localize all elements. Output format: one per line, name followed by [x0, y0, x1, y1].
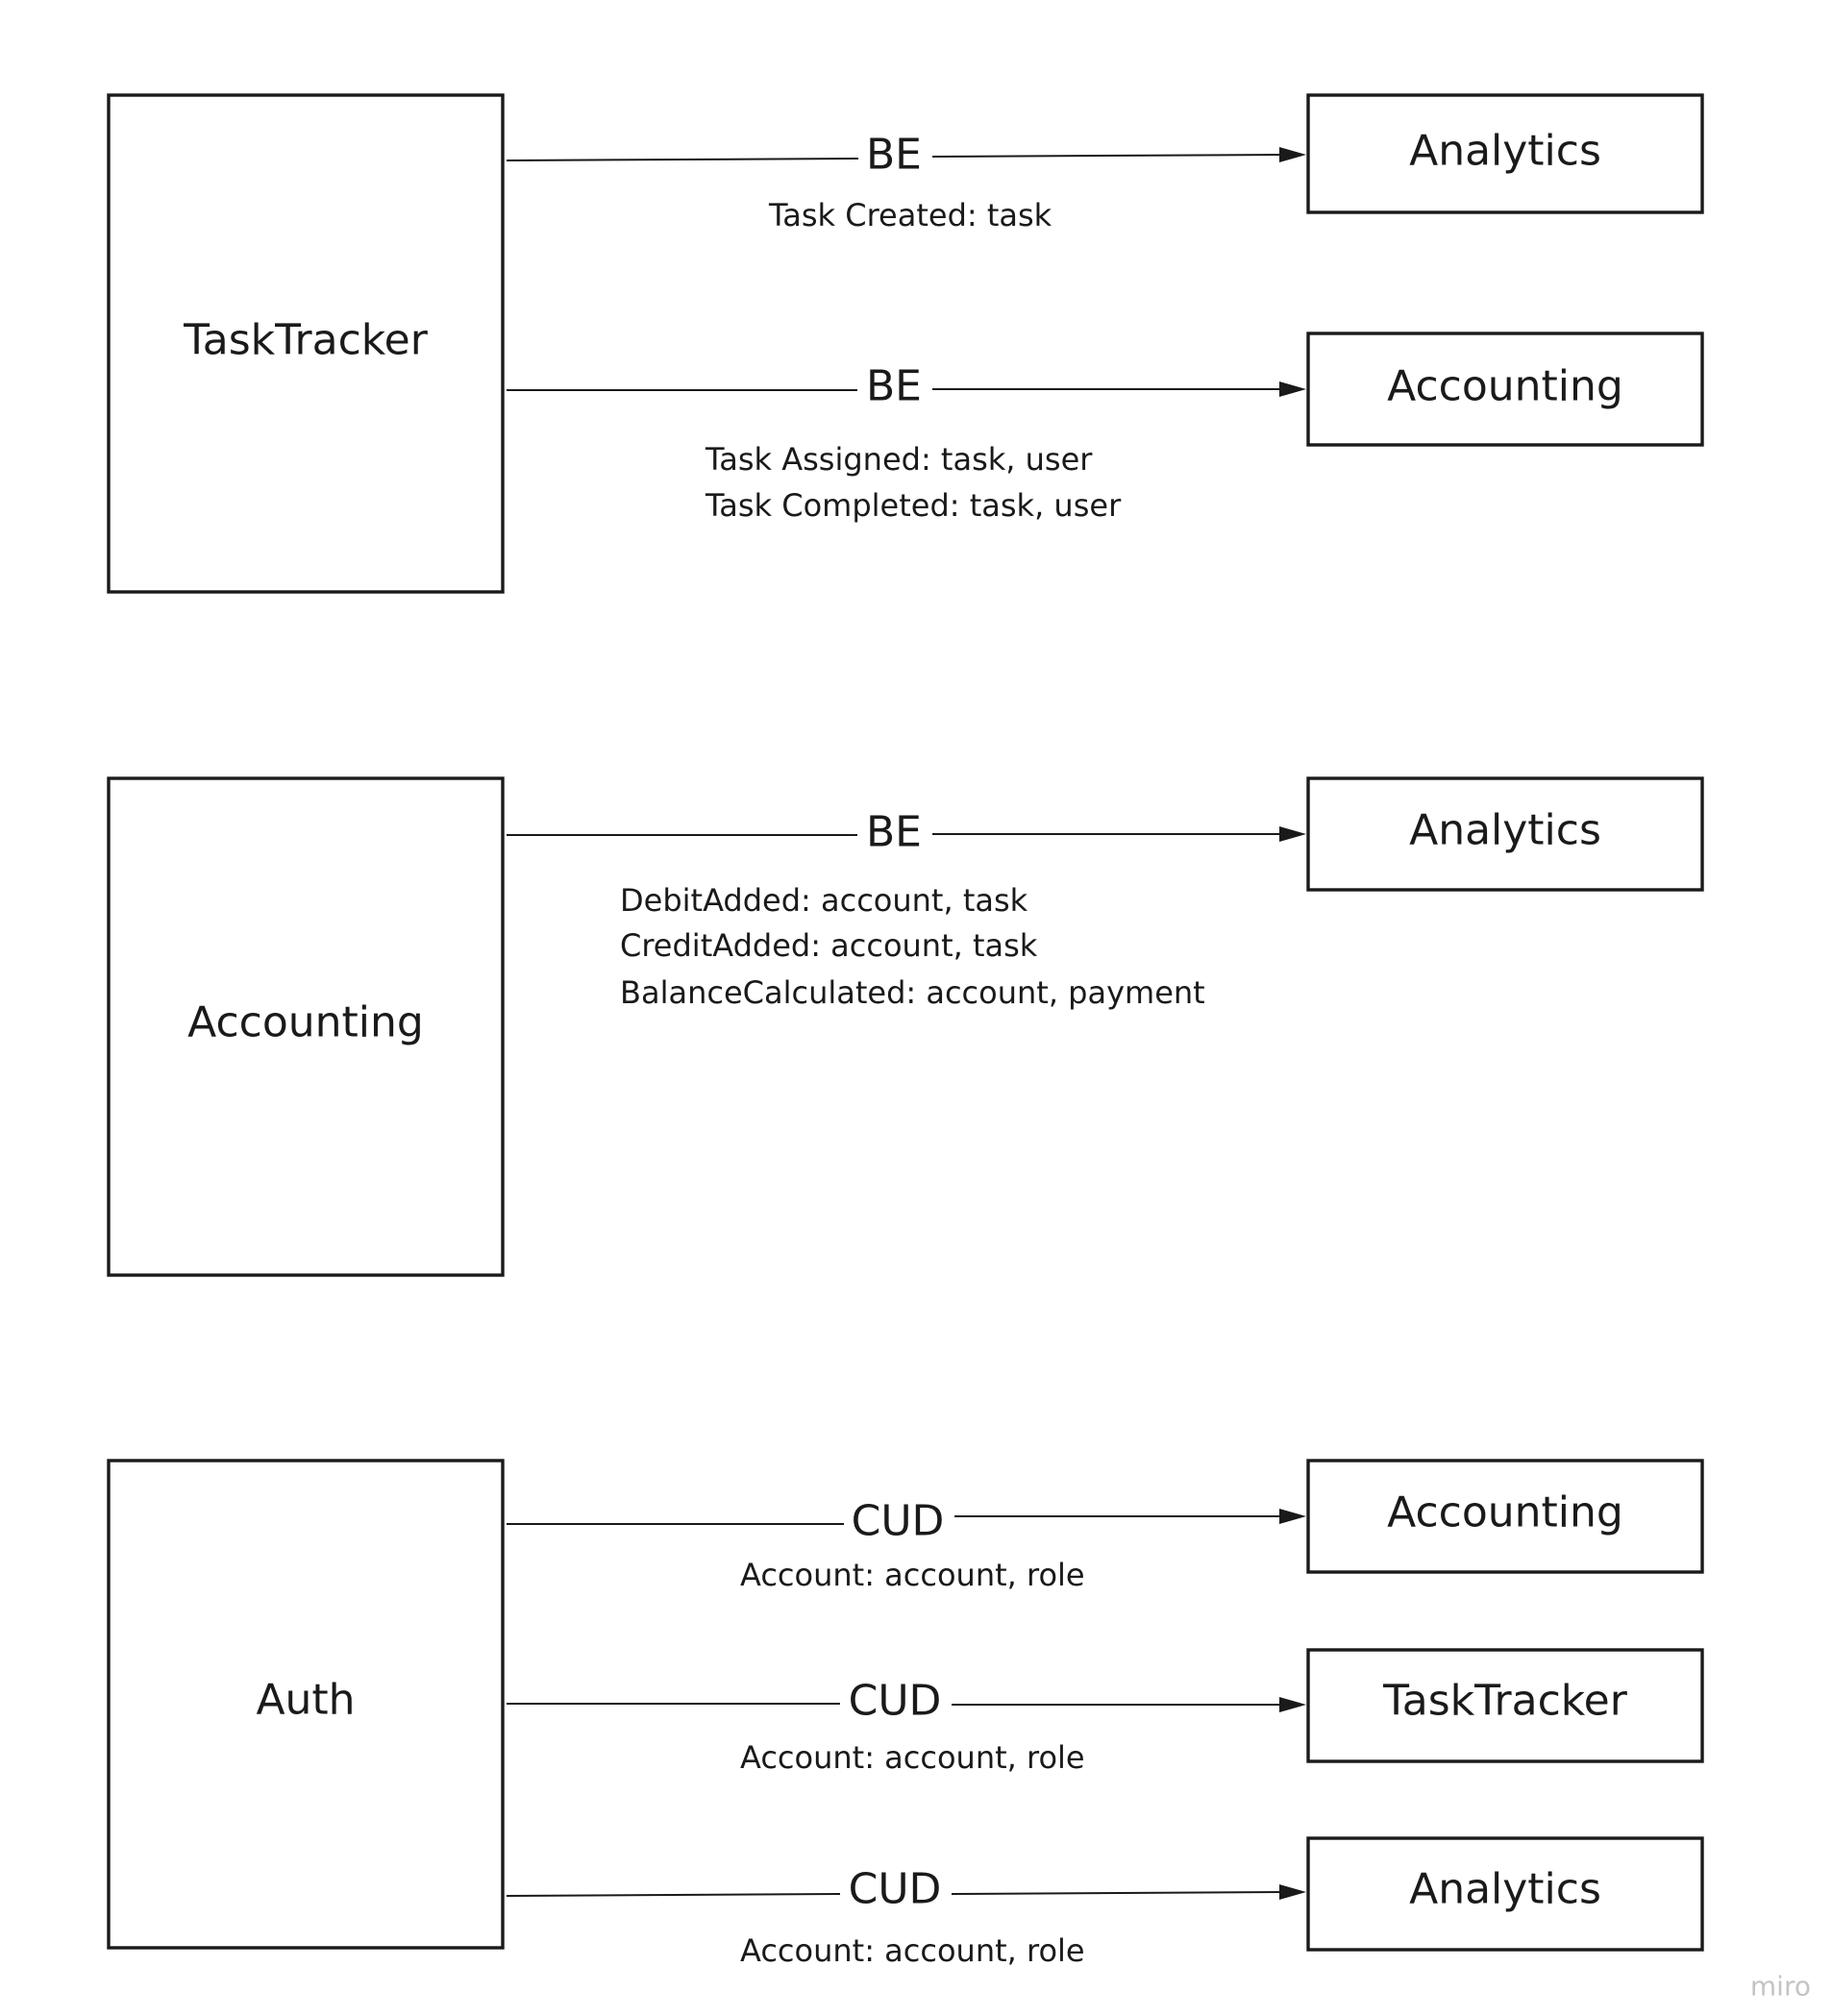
edge-accounting-to-analytics[interactable]: BE DebitAdded: account, task CreditAdded…: [507, 808, 1306, 1012]
node-label: Analytics: [1409, 127, 1601, 176]
edge-tasktracker-to-accounting[interactable]: BE Task Assigned: task, user Task Comple…: [507, 362, 1306, 525]
edge-event-label: BalanceCalculated: account, payment: [620, 974, 1205, 1011]
node-analytics-2[interactable]: Analytics: [1306, 776, 1704, 892]
edge-event-label: Task Created: task: [768, 197, 1052, 234]
node-accounting-source[interactable]: Accounting: [107, 776, 505, 1277]
node-accounting-2[interactable]: Accounting: [1306, 1459, 1704, 1574]
node-label: Analytics: [1409, 1865, 1601, 1914]
edge-type-label: CUD: [852, 1497, 945, 1546]
node-label: Accounting: [1387, 1488, 1623, 1537]
edge-event-label: DebitAdded: account, task: [620, 882, 1028, 919]
edge-type-label: BE: [866, 808, 922, 857]
node-tasktracker-1[interactable]: TaskTracker: [1306, 1648, 1704, 1763]
arrowhead-icon: [1279, 826, 1306, 842]
node-accounting-1[interactable]: Accounting: [1306, 332, 1704, 447]
node-auth-source[interactable]: Auth: [107, 1459, 505, 1950]
edge-type-label: BE: [866, 131, 922, 180]
miro-watermark: miro: [1750, 1971, 1811, 2003]
edge-type-label: CUD: [849, 1677, 942, 1726]
edge-event-label: Account: account, role: [740, 1739, 1085, 1776]
arrowhead-icon: [1279, 1697, 1306, 1712]
edge-line-segment: [951, 1891, 1284, 1895]
edge-auth-to-analytics[interactable]: CUD Account: account, role: [506, 1865, 1306, 1970]
node-analytics-3[interactable]: Analytics: [1306, 1836, 1704, 1952]
node-label: Analytics: [1409, 806, 1601, 855]
node-label: TaskTracker: [1382, 1677, 1628, 1726]
edge-type-label: BE: [866, 362, 922, 411]
edge-event-label: Task Completed: task, user: [705, 487, 1122, 524]
node-analytics-1[interactable]: Analytics: [1306, 93, 1704, 214]
edge-line-segment: [931, 154, 1284, 158]
arrowhead-icon: [1279, 1509, 1306, 1524]
edge-type-label: CUD: [849, 1865, 942, 1914]
edge-tasktracker-to-analytics[interactable]: BE Task Created: task: [506, 131, 1306, 234]
edge-auth-to-accounting[interactable]: CUD Account: account, role: [507, 1497, 1306, 1594]
node-tasktracker-source[interactable]: TaskTracker: [107, 93, 505, 594]
arrowhead-icon: [1279, 1884, 1306, 1900]
edge-event-label: Task Assigned: task, user: [705, 441, 1093, 478]
edge-event-label: CreditAdded: account, task: [620, 927, 1038, 964]
arrowhead-icon: [1279, 147, 1306, 162]
edge-line-segment: [506, 1893, 841, 1897]
arrowhead-icon: [1279, 381, 1306, 397]
edge-event-label: Account: account, role: [740, 1557, 1085, 1593]
edge-auth-to-tasktracker[interactable]: CUD Account: account, role: [507, 1677, 1306, 1777]
edge-line-segment: [506, 158, 859, 161]
node-label: Accounting: [1387, 362, 1623, 411]
edge-event-label: Account: account, role: [740, 1932, 1085, 1969]
node-label: Auth: [256, 1676, 355, 1725]
node-label: TaskTracker: [183, 316, 429, 365]
node-label: Accounting: [187, 998, 424, 1047]
